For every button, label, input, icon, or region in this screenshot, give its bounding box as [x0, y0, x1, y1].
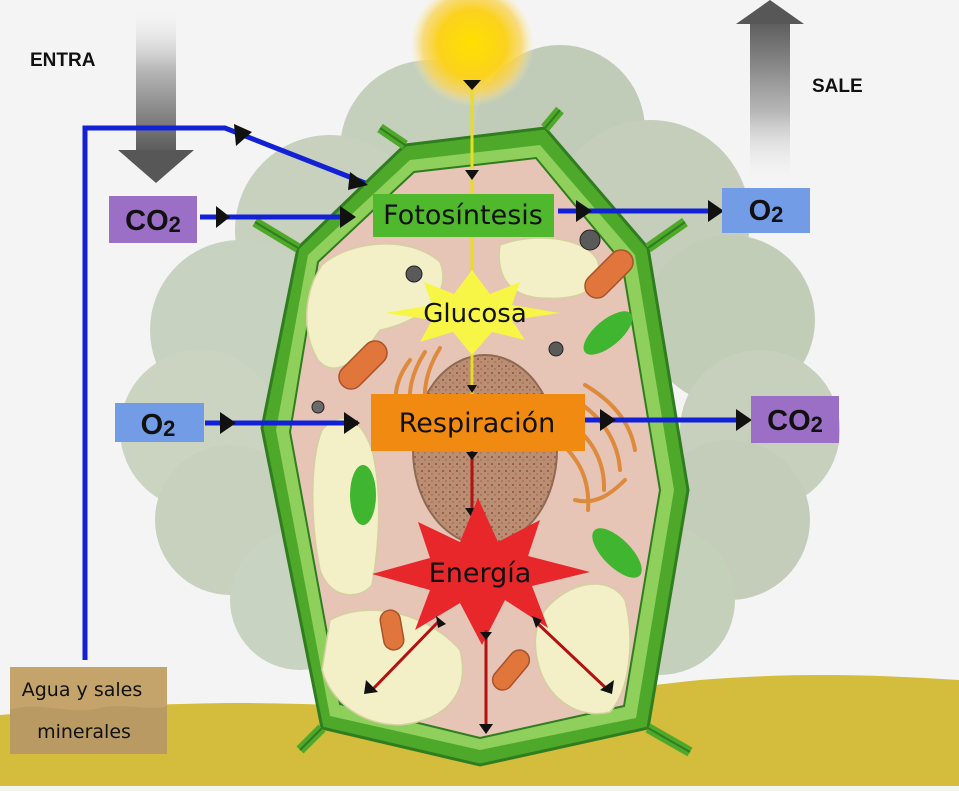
small-vesicles	[311, 229, 601, 414]
co2-input-label: CO2	[125, 205, 181, 237]
fotosintesis-label: Fotosíntesis	[383, 200, 543, 231]
o2-output-label: O2	[749, 195, 784, 227]
co2-input-box	[109, 196, 197, 243]
agua-label-line1: Agua y sales	[22, 679, 142, 701]
energy-output-arrows	[370, 620, 610, 730]
entra-label: ENTRA	[30, 50, 96, 71]
sun-icon	[410, 0, 534, 106]
chloroplasts	[350, 311, 642, 578]
respiracion-box	[371, 394, 585, 451]
agua-label-line2: minerales	[37, 721, 131, 743]
o2-input-label: O2	[141, 409, 176, 441]
mitochondria	[338, 249, 634, 691]
o2-output-box	[722, 188, 810, 233]
sale-flow-arrow	[736, 0, 804, 190]
co2-output-box	[751, 396, 839, 443]
co2-output-label: CO2	[767, 405, 823, 437]
respiracion-label: Respiración	[399, 408, 556, 439]
glucosa-star	[385, 270, 560, 355]
blue-line-arrowheads	[216, 124, 752, 434]
energia-label: Energía	[429, 558, 532, 589]
fotosintesis-box	[373, 194, 554, 237]
o2-input-box	[115, 403, 204, 442]
energy-arrowheads	[364, 616, 614, 734]
glucosa-label: Glucosa	[423, 299, 527, 329]
sale-label: SALE	[812, 76, 863, 97]
energia-star	[372, 498, 590, 645]
